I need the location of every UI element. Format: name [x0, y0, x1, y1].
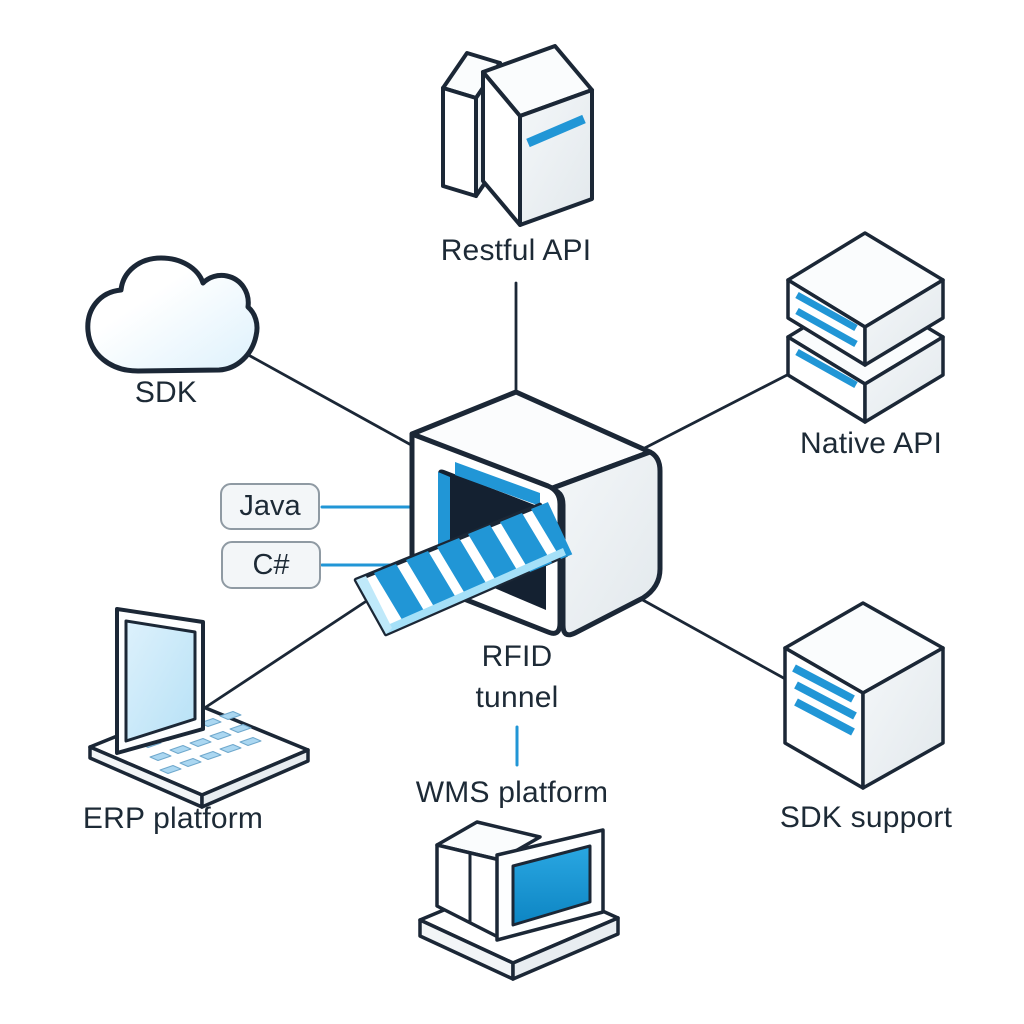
- tunnel-lintel-stripe: [455, 462, 540, 506]
- server-stripe: [794, 698, 855, 736]
- csharp-tag: C#: [221, 541, 321, 589]
- laptop-screen: [124, 619, 197, 743]
- monitor-screen: [511, 844, 592, 927]
- sdk-label: SDK: [134, 376, 198, 409]
- sdk-support-label: SDK support: [779, 801, 953, 834]
- connector-erp-platform: [198, 600, 367, 713]
- sdk-support-server-box-icon: [783, 601, 945, 790]
- sdk-cloud-icon: [85, 255, 260, 374]
- rfid-tunnel-label-line1: RFID: [481, 640, 553, 673]
- conveyor-belt: [353, 500, 574, 637]
- csharp-tag-label: C#: [252, 548, 290, 581]
- native-api-label: Native API: [799, 427, 943, 460]
- erp-platform-label: ERP platform: [82, 802, 264, 835]
- java-tag-label: Java: [239, 490, 301, 522]
- server-slot-stripe: [526, 114, 586, 148]
- connector-native-api: [635, 371, 793, 454]
- server-stripe: [795, 291, 858, 332]
- rfid-tunnel-icon: [353, 389, 663, 638]
- rfid-tunnel-label-line2: tunnel: [475, 681, 559, 714]
- wms-desktop-computer-icon: [418, 820, 620, 981]
- server-stripe: [795, 307, 858, 348]
- restful-api-label: Restful API: [440, 234, 592, 267]
- rfid-tunnel-label: RFID tunnel: [476, 636, 559, 718]
- native-api-server-stack-icon: [786, 231, 945, 424]
- belt-edge-highlight: [383, 548, 566, 634]
- wms-platform-label: WMS platform: [415, 776, 609, 809]
- server-stripe: [792, 664, 855, 703]
- connectors: [198, 281, 793, 713]
- server-stripe: [794, 681, 857, 720]
- server-stripe: [795, 348, 858, 389]
- connector-sdk-cloud: [241, 350, 415, 448]
- restful-api-server-boxes-icon: [441, 44, 594, 227]
- connector-sdk-support: [639, 597, 791, 683]
- erp-laptop-icon: [88, 607, 310, 809]
- java-tag: Java: [220, 483, 320, 530]
